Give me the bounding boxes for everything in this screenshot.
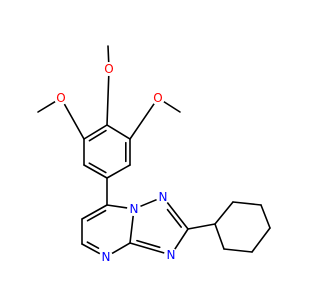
bond-line xyxy=(83,124,108,140)
atom-text-o-top: O xyxy=(104,62,113,76)
bond-line xyxy=(129,242,166,254)
atom-text-o-left: O xyxy=(56,91,65,105)
bond-line xyxy=(106,75,110,126)
double-bond-line xyxy=(86,209,107,222)
atom-text-n4: N xyxy=(102,250,111,264)
bond-line xyxy=(111,242,131,255)
bond-line xyxy=(37,100,56,113)
double-bond-line xyxy=(88,162,107,174)
bond-line xyxy=(129,102,155,140)
bond-lines xyxy=(37,45,271,255)
bond-line xyxy=(81,204,108,220)
double-bond-line xyxy=(88,129,107,142)
double-bond-line xyxy=(166,208,182,228)
bond-line xyxy=(63,103,85,140)
bond-line xyxy=(83,164,108,179)
bond-line xyxy=(251,227,271,253)
bond-line xyxy=(81,243,101,255)
bond-line xyxy=(106,124,131,140)
bond-line xyxy=(214,201,234,225)
bond-line xyxy=(139,198,158,208)
bond-line xyxy=(163,100,181,113)
bond-line xyxy=(232,201,262,206)
atom-label-o-left: O xyxy=(54,91,68,105)
bond-line xyxy=(223,248,253,253)
bond-line xyxy=(260,204,271,229)
atom-label-o-right: O xyxy=(151,91,165,105)
bond-line xyxy=(129,215,134,244)
bond-line xyxy=(187,223,216,230)
bond-line xyxy=(214,223,225,250)
atom-label-n4: N xyxy=(99,250,113,264)
atom-labels: O O O N N N N xyxy=(54,62,178,264)
atom-text-n2: N xyxy=(159,190,168,204)
bond-line xyxy=(166,201,189,230)
atom-text-n3: N xyxy=(167,248,176,262)
atom-label-n3: N xyxy=(164,248,178,262)
chemical-structure-diagram: O O O N N N N xyxy=(37,45,271,264)
atom-label-o-top: O xyxy=(102,62,116,76)
bond-line xyxy=(107,45,110,63)
double-bond-line xyxy=(136,239,161,249)
atom-text-n1: N xyxy=(130,202,139,216)
atom-label-n2: N xyxy=(156,190,170,204)
atom-label-n1: N xyxy=(127,202,141,216)
bond-line xyxy=(106,164,131,179)
bond-line xyxy=(106,204,128,209)
atom-text-o-right: O xyxy=(153,91,162,105)
double-bond-line xyxy=(86,241,100,249)
bond-line xyxy=(174,228,189,250)
